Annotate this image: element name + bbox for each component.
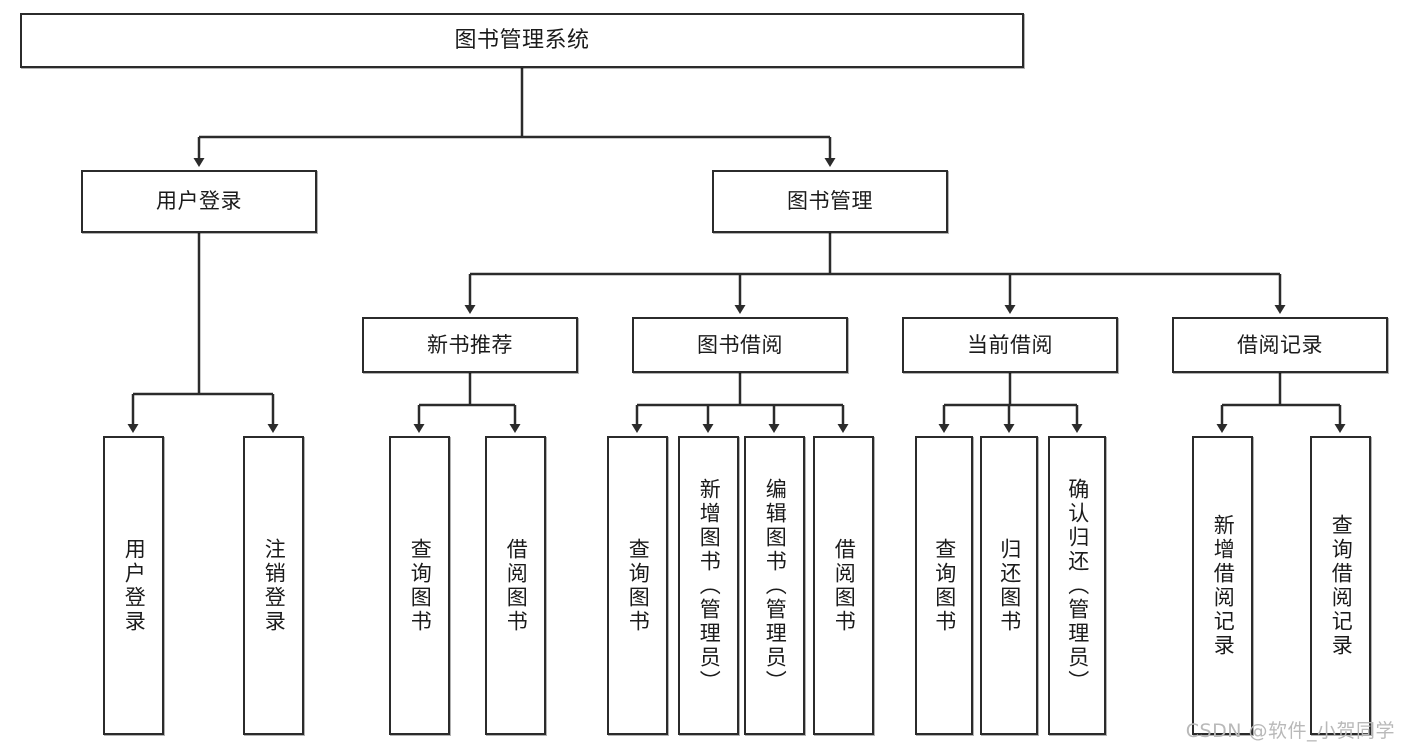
leaf-borrow-book-2-label: 借阅图书 — [832, 537, 857, 634]
leaf-return-book[interactable]: 归还图书 — [980, 436, 1038, 735]
node-root-label: 图书管理系统 — [454, 27, 590, 53]
node-current-borrow-label: 当前借阅 — [967, 332, 1053, 357]
leaf-add-book-label: 新增图书（管理员） — [697, 477, 722, 694]
leaf-query-record[interactable]: 查询借阅记录 — [1310, 436, 1371, 735]
node-new-book-recommend[interactable]: 新书推荐 — [362, 317, 578, 373]
leaf-borrow-book-1[interactable]: 借阅图书 — [485, 436, 546, 735]
leaf-confirm-return-label: 确认归还（管理员） — [1065, 477, 1090, 694]
node-book-borrow-label: 图书借阅 — [697, 332, 783, 357]
leaf-query-book-1[interactable]: 查询图书 — [389, 436, 450, 735]
node-borrow-record[interactable]: 借阅记录 — [1172, 317, 1388, 373]
leaf-edit-book[interactable]: 编辑图书（管理员） — [744, 436, 805, 735]
node-root[interactable]: 图书管理系统 — [20, 13, 1024, 68]
leaf-add-record[interactable]: 新增借阅记录 — [1192, 436, 1253, 735]
node-new-book-recommend-label: 新书推荐 — [427, 332, 513, 357]
leaf-query-book-2[interactable]: 查询图书 — [607, 436, 668, 735]
leaf-user-logout-label: 注销登录 — [262, 537, 287, 634]
leaf-borrow-book-2[interactable]: 借阅图书 — [813, 436, 874, 735]
leaf-query-book-3-label: 查询图书 — [932, 537, 957, 634]
node-user-login-label: 用户登录 — [156, 189, 242, 214]
node-book-manage-label: 图书管理 — [787, 189, 873, 214]
node-current-borrow[interactable]: 当前借阅 — [902, 317, 1118, 373]
leaf-user-login[interactable]: 用户登录 — [103, 436, 164, 735]
leaf-query-record-label: 查询借阅记录 — [1329, 513, 1354, 658]
node-book-borrow[interactable]: 图书借阅 — [632, 317, 848, 373]
leaf-query-book-1-label: 查询图书 — [408, 537, 433, 634]
leaf-confirm-return[interactable]: 确认归还（管理员） — [1048, 436, 1106, 735]
csdn-watermark: CSDN @软件_小贺同学 — [1185, 720, 1395, 742]
leaf-user-login-label: 用户登录 — [122, 537, 147, 634]
leaf-edit-book-label: 编辑图书（管理员） — [763, 477, 788, 694]
leaf-borrow-book-1-label: 借阅图书 — [504, 537, 529, 634]
leaf-query-book-3[interactable]: 查询图书 — [915, 436, 973, 735]
leaf-add-book[interactable]: 新增图书（管理员） — [678, 436, 739, 735]
leaf-return-book-label: 归还图书 — [997, 537, 1022, 634]
node-user-login[interactable]: 用户登录 — [81, 170, 317, 233]
node-borrow-record-label: 借阅记录 — [1237, 332, 1323, 357]
leaf-add-record-label: 新增借阅记录 — [1211, 513, 1236, 658]
node-book-manage[interactable]: 图书管理 — [712, 170, 948, 233]
leaf-user-logout[interactable]: 注销登录 — [243, 436, 304, 735]
leaf-query-book-2-label: 查询图书 — [626, 537, 651, 634]
